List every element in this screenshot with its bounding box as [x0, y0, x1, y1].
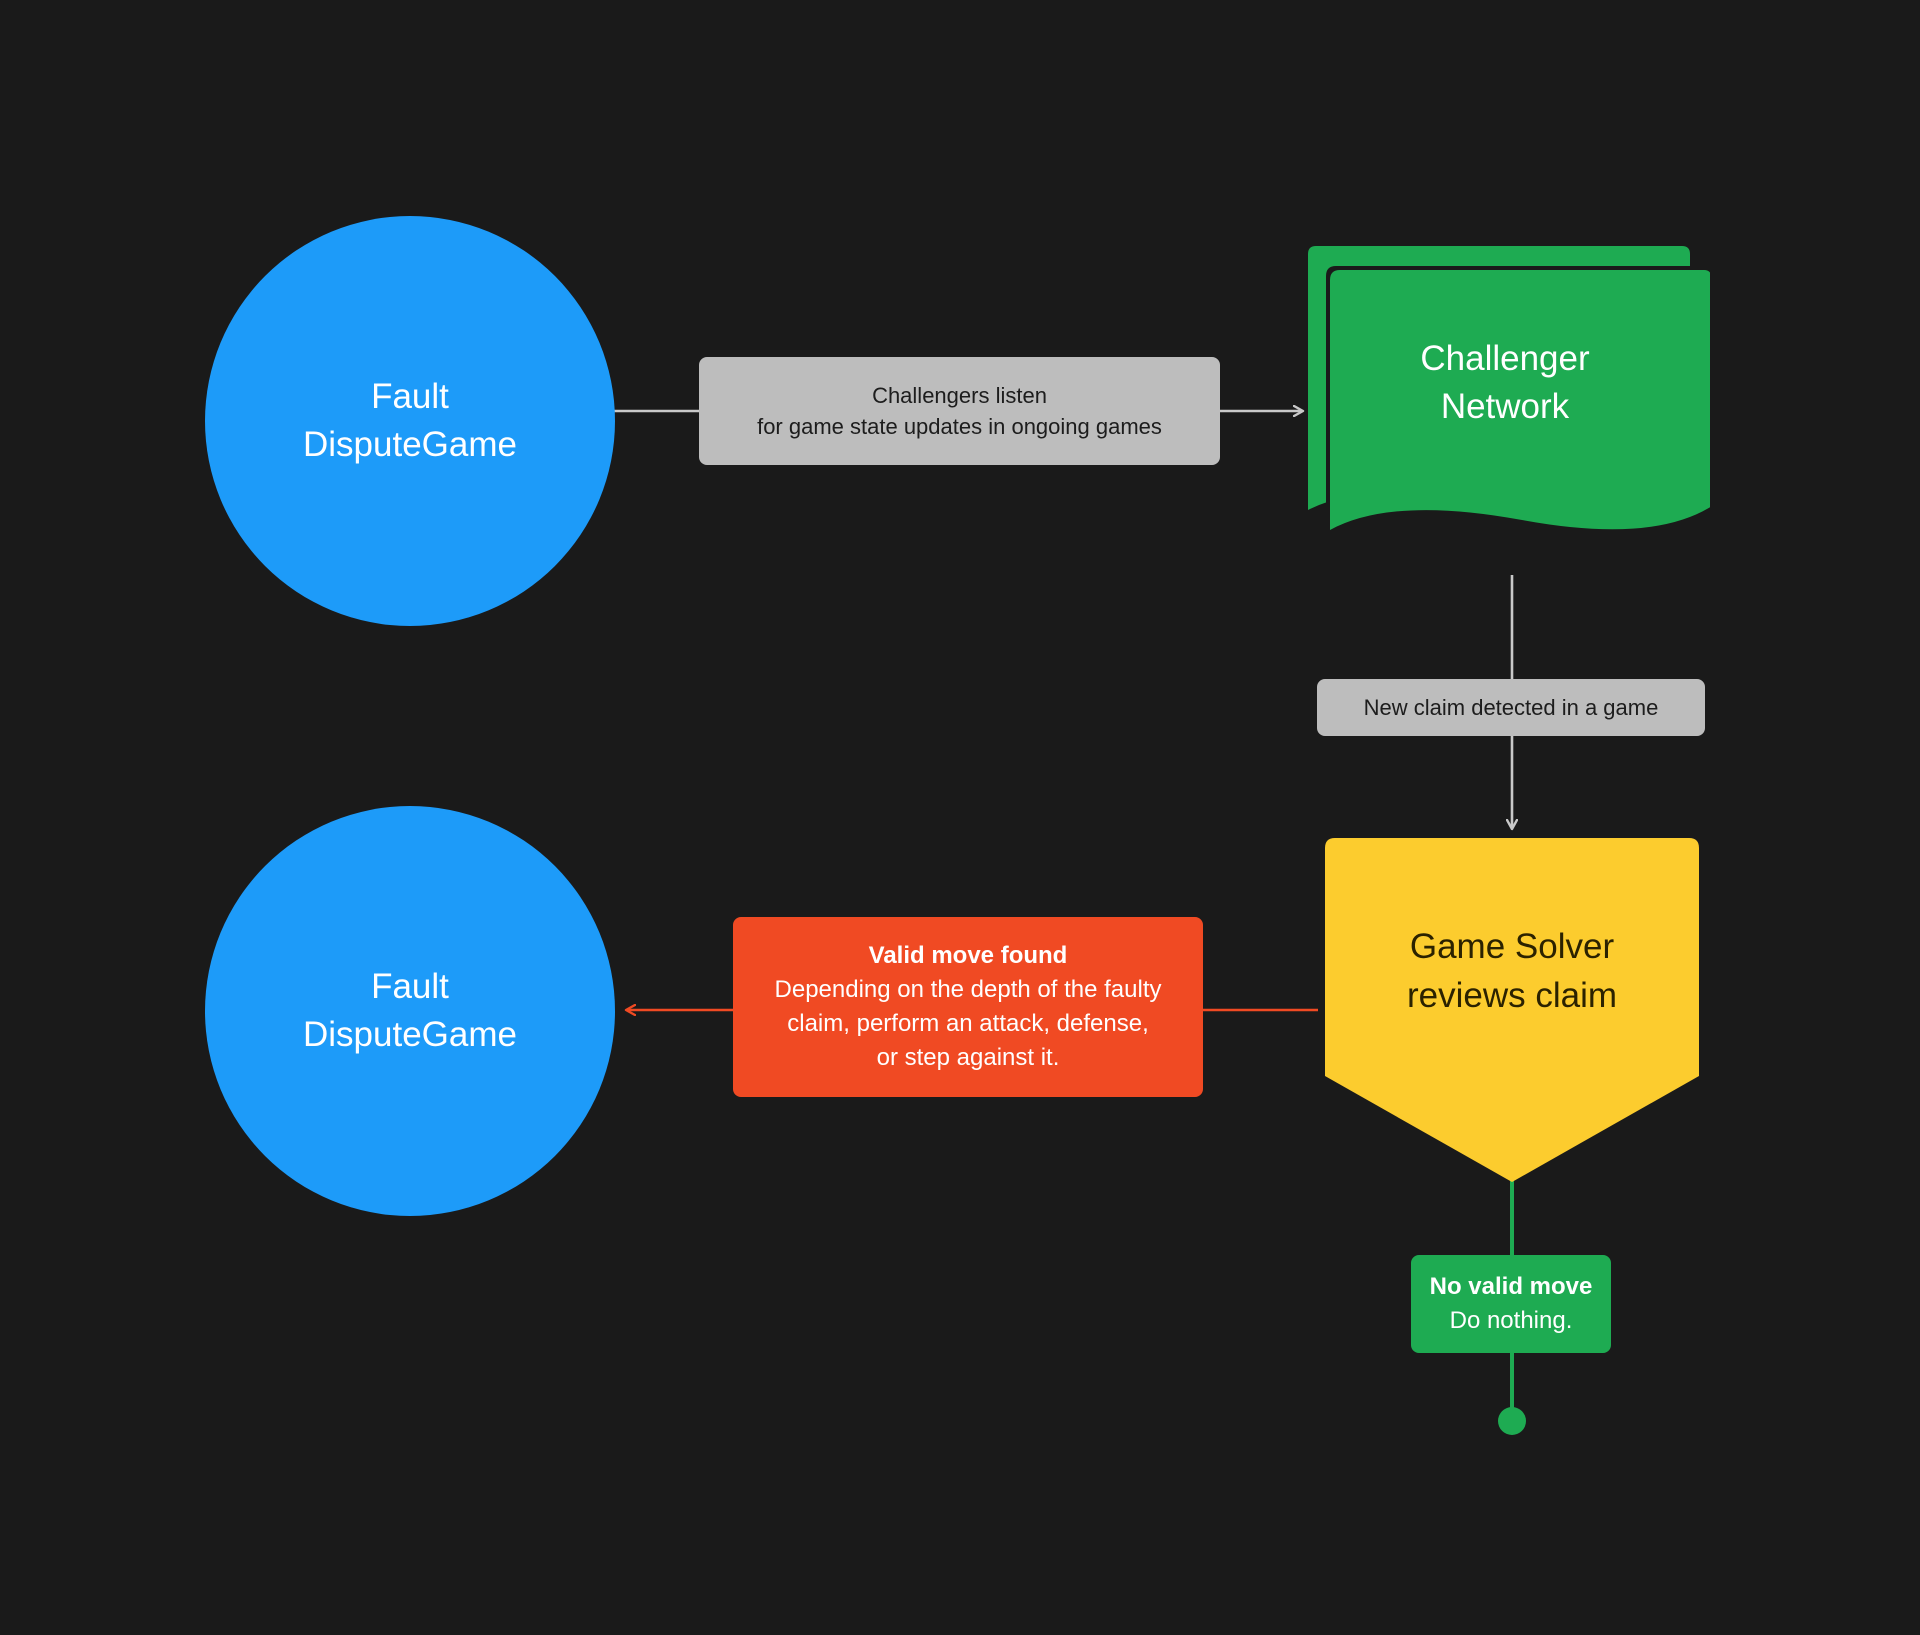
node-game-solver[interactable]: Game Solver reviews claim — [1317, 836, 1707, 1184]
edge-label-valid-move: Valid move found Depending on the depth … — [733, 917, 1203, 1097]
edge-label-line-1: Do nothing. — [1449, 1307, 1573, 1334]
edge-label-line-1: Depending on the depth of the faulty — [774, 975, 1162, 1003]
edge-label-line-3: or step against it. — [876, 1044, 1060, 1072]
pentagon-shape — [1325, 838, 1699, 1182]
edge-label-title: Valid move found — [868, 941, 1068, 969]
edge-label-no-valid-move: No valid move Do nothing. — [1411, 1255, 1611, 1353]
edge-label-line-1: New claim detected in a game — [1363, 694, 1659, 720]
stacked-documents-icon — [1308, 246, 1712, 532]
node-label: Fault DisputeGame — [303, 376, 517, 464]
node-fault-dispute-game-bottom[interactable]: Fault DisputeGame — [205, 806, 615, 1216]
edge-label-line-2: claim, perform an attack, defense, — [787, 1010, 1149, 1037]
edge-label-line-1: Challengers listen — [872, 382, 1047, 408]
edge-label-new-claim: New claim detected in a game — [1317, 679, 1705, 736]
node-challenger-network[interactable]: Challenger Network — [1300, 240, 1712, 570]
edge-label-challengers-listen: Challengers listen for game state update… — [699, 357, 1220, 465]
node-label: Fault DisputeGame — [303, 966, 517, 1054]
edge-label-line-2: for game state updates in ongoing games — [757, 414, 1162, 439]
node-fault-dispute-game-top[interactable]: Fault DisputeGame — [205, 216, 615, 626]
edge-label-title: No valid move — [1429, 1272, 1593, 1300]
terminal-dot — [1498, 1407, 1526, 1435]
